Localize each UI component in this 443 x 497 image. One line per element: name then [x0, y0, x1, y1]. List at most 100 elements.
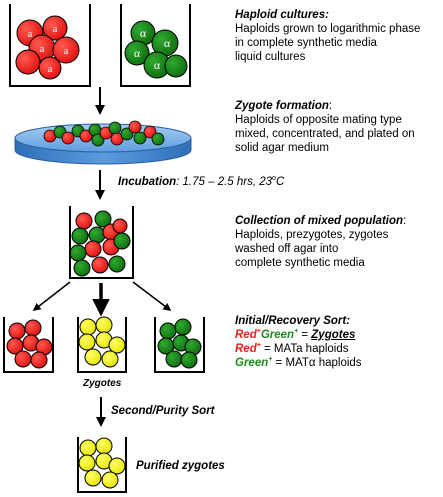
yellow-cell [78, 333, 96, 351]
zygotes-caption: Zygotes [83, 378, 122, 389]
mata-label: a [48, 63, 53, 75]
red-cell [38, 56, 62, 80]
red-cell [15, 49, 41, 75]
yellow-cell [78, 454, 96, 472]
step2-colon: : [328, 100, 333, 112]
yellow-cell [108, 457, 126, 475]
red-cell [30, 351, 48, 369]
matalpha-result: = MATα haploids [272, 357, 362, 369]
arrow-down-right [132, 281, 172, 311]
green-cell [88, 226, 106, 244]
beaker-green-haploids [154, 317, 205, 373]
step1-line: in complete synthetic media [235, 37, 377, 49]
yellow-cell [84, 348, 102, 366]
plus-sup: + [268, 356, 273, 364]
second-sort-caption: Second/Purity Sort [111, 405, 215, 417]
step1-line: Haploids grown to logarithmic phase [235, 23, 421, 35]
legend-row-zygotes: Red+Green+ = Zygotes [235, 328, 362, 342]
green-cell [124, 40, 150, 66]
red-label: Red [235, 329, 257, 341]
red-cell [112, 218, 128, 234]
beaker-purified-zygotes [77, 437, 127, 493]
step2-title: Zygote formation [235, 100, 329, 112]
step3-line: washed off agar into [235, 243, 339, 255]
incubation-label: Incubation [118, 176, 177, 188]
incubation-detail: : 1.75 – 2.5 hrs, 23 [176, 176, 273, 188]
step1-title: Haploid cultures: [235, 9, 329, 21]
mata-label: a [40, 43, 45, 55]
red-cell [6, 337, 24, 355]
step2-line: Haploids of opposite mating type [235, 114, 402, 126]
mata-label: a [28, 28, 33, 40]
yellow-cell [95, 316, 113, 334]
yellow-cell [84, 469, 102, 487]
step3-line: complete synthetic media [235, 257, 365, 269]
green-cell [73, 259, 91, 277]
green-cell [159, 322, 177, 340]
collection-text: Collection of mixed population: Haploids… [235, 214, 406, 270]
red-cell [24, 319, 42, 337]
green-cell [180, 351, 198, 369]
yellow-cell [79, 439, 97, 457]
beaker-red-haploids [3, 317, 54, 373]
step3-line: Haploids, prezygotes, zygotes [235, 229, 389, 241]
matalpha-label: α [154, 58, 161, 72]
incubation-unit: C [275, 176, 285, 188]
sort-legend: Initial/Recovery Sort: Red+Green+ = Zygo… [235, 314, 362, 370]
haploid-cultures-text: Haploid cultures: Haploids grown to loga… [235, 8, 420, 64]
arrow-down-left [32, 281, 71, 311]
red-cell [52, 36, 80, 64]
step3-title: Collection of mixed population [235, 215, 404, 227]
green-cell [108, 121, 122, 135]
red-cell [143, 125, 157, 139]
green-cell [164, 54, 188, 78]
matalpha-label: α [140, 26, 147, 40]
red-cell [110, 132, 124, 146]
legend-row-matalpha: Green+ = MATα haploids [235, 356, 362, 370]
green-label: Green [235, 357, 269, 369]
step2-line: mixed, concentrated, and plated on [235, 128, 415, 140]
mata-result: = MATa haploids [260, 343, 349, 355]
green-label: Green [260, 329, 295, 341]
mata-label: a [64, 45, 69, 57]
equals: = [298, 329, 312, 341]
red-cell [91, 256, 109, 274]
red-cell [79, 129, 93, 143]
step2-line: solid agar medium [235, 142, 329, 154]
green-cell [174, 318, 192, 336]
zygote-formation-text: Zygote formation: Haploids of opposite m… [235, 99, 415, 155]
green-cell [120, 127, 134, 141]
matalpha-label: α [134, 46, 141, 60]
red-cell [84, 240, 102, 258]
legend-row-mata: Red+ = MATa haploids [235, 342, 362, 356]
plus-sup: + [294, 328, 299, 336]
zygotes-result: Zygotes [311, 329, 356, 341]
green-cell [113, 232, 131, 250]
incubation-text: Incubation: 1.75 – 2.5 hrs, 23oC [118, 175, 284, 189]
beaker-matalpha-culture: α α α α [120, 4, 191, 87]
green-cell [108, 255, 126, 273]
green-cell [71, 227, 89, 245]
red-cell [75, 212, 93, 230]
yellow-cell [79, 318, 97, 336]
purified-caption: Purified zygotes [136, 460, 225, 472]
beaker-zygotes [77, 316, 127, 373]
green-cell [165, 350, 183, 368]
matalpha-label: α [164, 36, 171, 50]
degree-symbol: o [272, 175, 276, 183]
green-cell [133, 131, 147, 145]
yellow-cell [108, 336, 126, 354]
yellow-cell [101, 350, 119, 368]
step1-line: liquid cultures [235, 51, 306, 63]
step3-colon: : [403, 215, 407, 227]
plus-sup: + [256, 328, 261, 336]
green-cell [69, 244, 87, 262]
sort1-title: Initial/Recovery Sort: [235, 315, 351, 327]
red-cell [128, 120, 142, 134]
mata-label: a [53, 23, 58, 35]
green-cell [151, 132, 165, 146]
plus-sup: + [256, 342, 261, 350]
red-label: Red [235, 343, 257, 355]
red-cell [14, 350, 32, 368]
